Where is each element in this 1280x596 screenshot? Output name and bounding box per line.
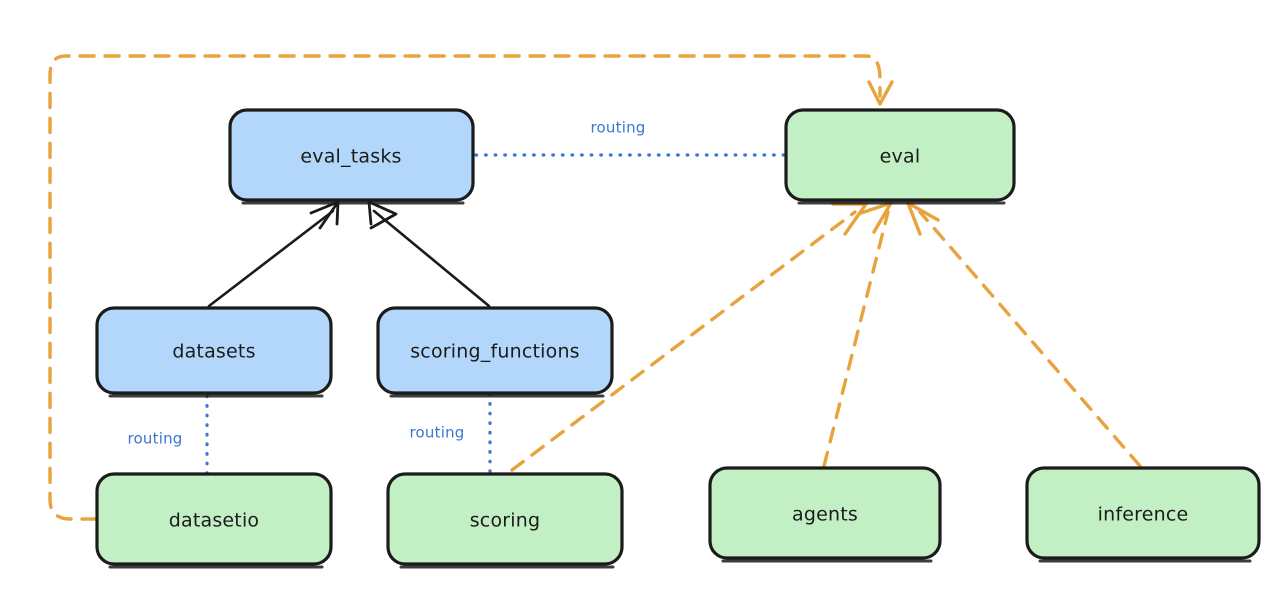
node-scoring-shape[interactable] bbox=[386, 472, 624, 566]
node-scoring-label: scoring bbox=[470, 510, 541, 532]
node-agents-shape[interactable] bbox=[708, 466, 942, 560]
node-inference[interactable]: inference bbox=[1025, 466, 1261, 563]
edge-label-routing-eval: routing bbox=[591, 119, 646, 137]
node-datasetio-label: datasetio bbox=[169, 510, 260, 532]
node-inference-shape[interactable] bbox=[1025, 466, 1261, 560]
node-eval[interactable]: eval bbox=[784, 108, 1016, 205]
node-eval-shape[interactable] bbox=[784, 108, 1016, 202]
node-scoring_functions-label: scoring_functions bbox=[410, 341, 580, 363]
edge-scoring_functions-to-eval_tasks bbox=[367, 200, 491, 308]
node-datasets[interactable]: datasets bbox=[95, 306, 333, 398]
edge-datasets-to-eval_tasks bbox=[207, 200, 340, 308]
node-datasetio-shape[interactable] bbox=[95, 472, 333, 566]
edge-inference-to-eval bbox=[906, 201, 1142, 468]
node-scoring_functions-shape[interactable] bbox=[376, 306, 614, 395]
node-agents[interactable]: agents bbox=[708, 466, 942, 563]
edge-agents-to-eval bbox=[822, 201, 893, 468]
edge-label-routing-scoring: routing bbox=[410, 424, 465, 442]
node-datasets-shape[interactable] bbox=[95, 306, 333, 395]
node-agents-label: agents bbox=[792, 504, 858, 526]
node-eval_tasks[interactable]: eval_tasks bbox=[228, 108, 475, 205]
node-eval_tasks-shape[interactable] bbox=[228, 108, 475, 202]
edge-label-routing-datasetio: routing bbox=[128, 430, 183, 448]
node-scoring_functions[interactable]: scoring_functions bbox=[376, 306, 614, 398]
node-eval_tasks-label: eval_tasks bbox=[300, 146, 401, 168]
node-eval-label: eval bbox=[880, 146, 921, 168]
node-datasetio[interactable]: datasetio bbox=[95, 472, 333, 569]
node-inference-label: inference bbox=[1098, 504, 1189, 526]
edge-eval-to-datasetio bbox=[48, 54, 894, 521]
node-datasets-label: datasets bbox=[172, 341, 255, 363]
node-scoring[interactable]: scoring bbox=[386, 472, 624, 569]
